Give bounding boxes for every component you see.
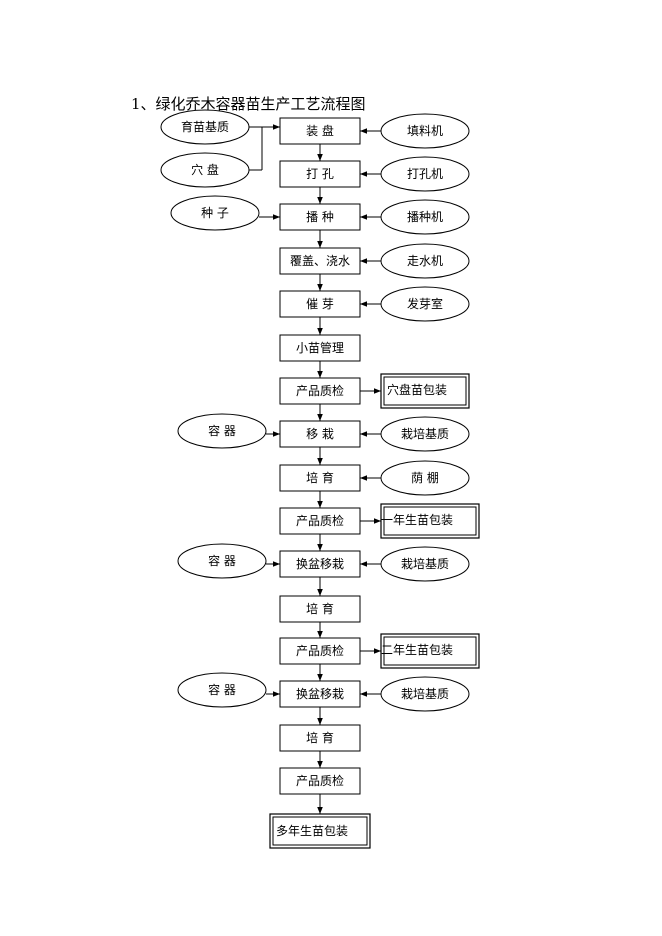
process-step-label: 移 栽 [306, 427, 334, 441]
material-input-label: 容 器 [208, 553, 236, 568]
material-input-node [160, 109, 250, 145]
material-input-node [177, 672, 267, 708]
equipment-input-label: 荫 棚 [411, 470, 439, 485]
material-input-node [177, 413, 267, 449]
page-title: 1、绿化乔木容器苗生产工艺流程图 [131, 95, 366, 113]
equipment-input-node [380, 676, 470, 712]
equipment-input-node [380, 243, 470, 279]
equipment-input-node [380, 199, 470, 235]
equipment-input-label: 栽培基质 [401, 556, 449, 571]
process-step-box [279, 637, 361, 665]
process-step-label: 装 盘 [306, 123, 334, 138]
process-step-label: 产品质检 [296, 383, 344, 398]
process-step-box [279, 203, 361, 231]
equipment-input-node [380, 460, 470, 496]
package-output-box [380, 373, 470, 409]
package-output-inner-border [383, 506, 477, 536]
process-step-label: 小苗管理 [296, 340, 344, 355]
process-step-box [279, 550, 361, 578]
process-step-box [279, 117, 361, 145]
process-step-label: 换盆移栽 [296, 557, 344, 571]
final-package-box [269, 813, 371, 849]
equipment-input-node [380, 416, 470, 452]
process-step-label: 培 育 [306, 601, 334, 616]
process-step-label: 换盆移栽 [296, 687, 344, 701]
process-step-box [279, 420, 361, 448]
package-output-label: 一年生苗包装 [381, 513, 453, 527]
process-step-box [279, 507, 361, 535]
equipment-input-label: 播种机 [407, 210, 443, 224]
package-output-label: 二年生苗包装 [381, 643, 453, 657]
equipment-input-node [380, 156, 470, 192]
equipment-input-label: 走水机 [407, 254, 443, 268]
process-step-box [279, 334, 361, 362]
material-input-node [160, 152, 250, 188]
process-step-box [279, 767, 361, 795]
process-step-box [279, 680, 361, 708]
process-step-box [279, 290, 361, 318]
material-input-label: 容 器 [208, 423, 236, 438]
material-input-node [177, 543, 267, 579]
equipment-input-node [380, 286, 470, 322]
equipment-input-node [380, 113, 470, 149]
process-step-label: 覆盖、浇水 [290, 254, 350, 268]
process-step-label: 产品质检 [296, 773, 344, 788]
package-output-inner-border [383, 636, 477, 666]
material-input-label: 种 子 [201, 206, 229, 220]
equipment-input-label: 栽培基质 [401, 686, 449, 701]
process-step-label: 播 种 [306, 210, 334, 224]
process-step-box [279, 464, 361, 492]
material-input-label: 育苗基质 [181, 119, 229, 134]
process-step-label: 培 育 [306, 730, 334, 745]
equipment-input-label: 栽培基质 [401, 426, 449, 441]
process-step-label: 打 孔 [306, 167, 334, 181]
process-step-box [279, 595, 361, 623]
equipment-input-label: 打孔机 [407, 167, 443, 181]
material-input-label: 穴 盘 [191, 162, 219, 177]
package-output-inner-border [383, 376, 467, 406]
material-input-label: 容 器 [208, 682, 236, 697]
final-package-inner-border [272, 816, 368, 846]
final-package-label: 多年生苗包装 [276, 824, 348, 838]
process-step-box [279, 160, 361, 188]
process-step-box [279, 377, 361, 405]
process-step-box [279, 724, 361, 752]
equipment-input-label: 填料机 [407, 124, 443, 138]
process-step-label: 产品质检 [296, 513, 344, 528]
package-output-label: 穴盘苗包装 [387, 382, 447, 397]
process-step-label: 产品质检 [296, 643, 344, 658]
package-output-box [380, 633, 480, 669]
package-output-box [380, 503, 480, 539]
process-step-label: 催 芽 [306, 297, 334, 311]
material-input-node [170, 195, 260, 231]
process-step-label: 培 育 [306, 470, 334, 485]
equipment-input-label: 发芽室 [407, 296, 443, 311]
process-step-box [279, 247, 361, 275]
equipment-input-node [380, 546, 470, 582]
